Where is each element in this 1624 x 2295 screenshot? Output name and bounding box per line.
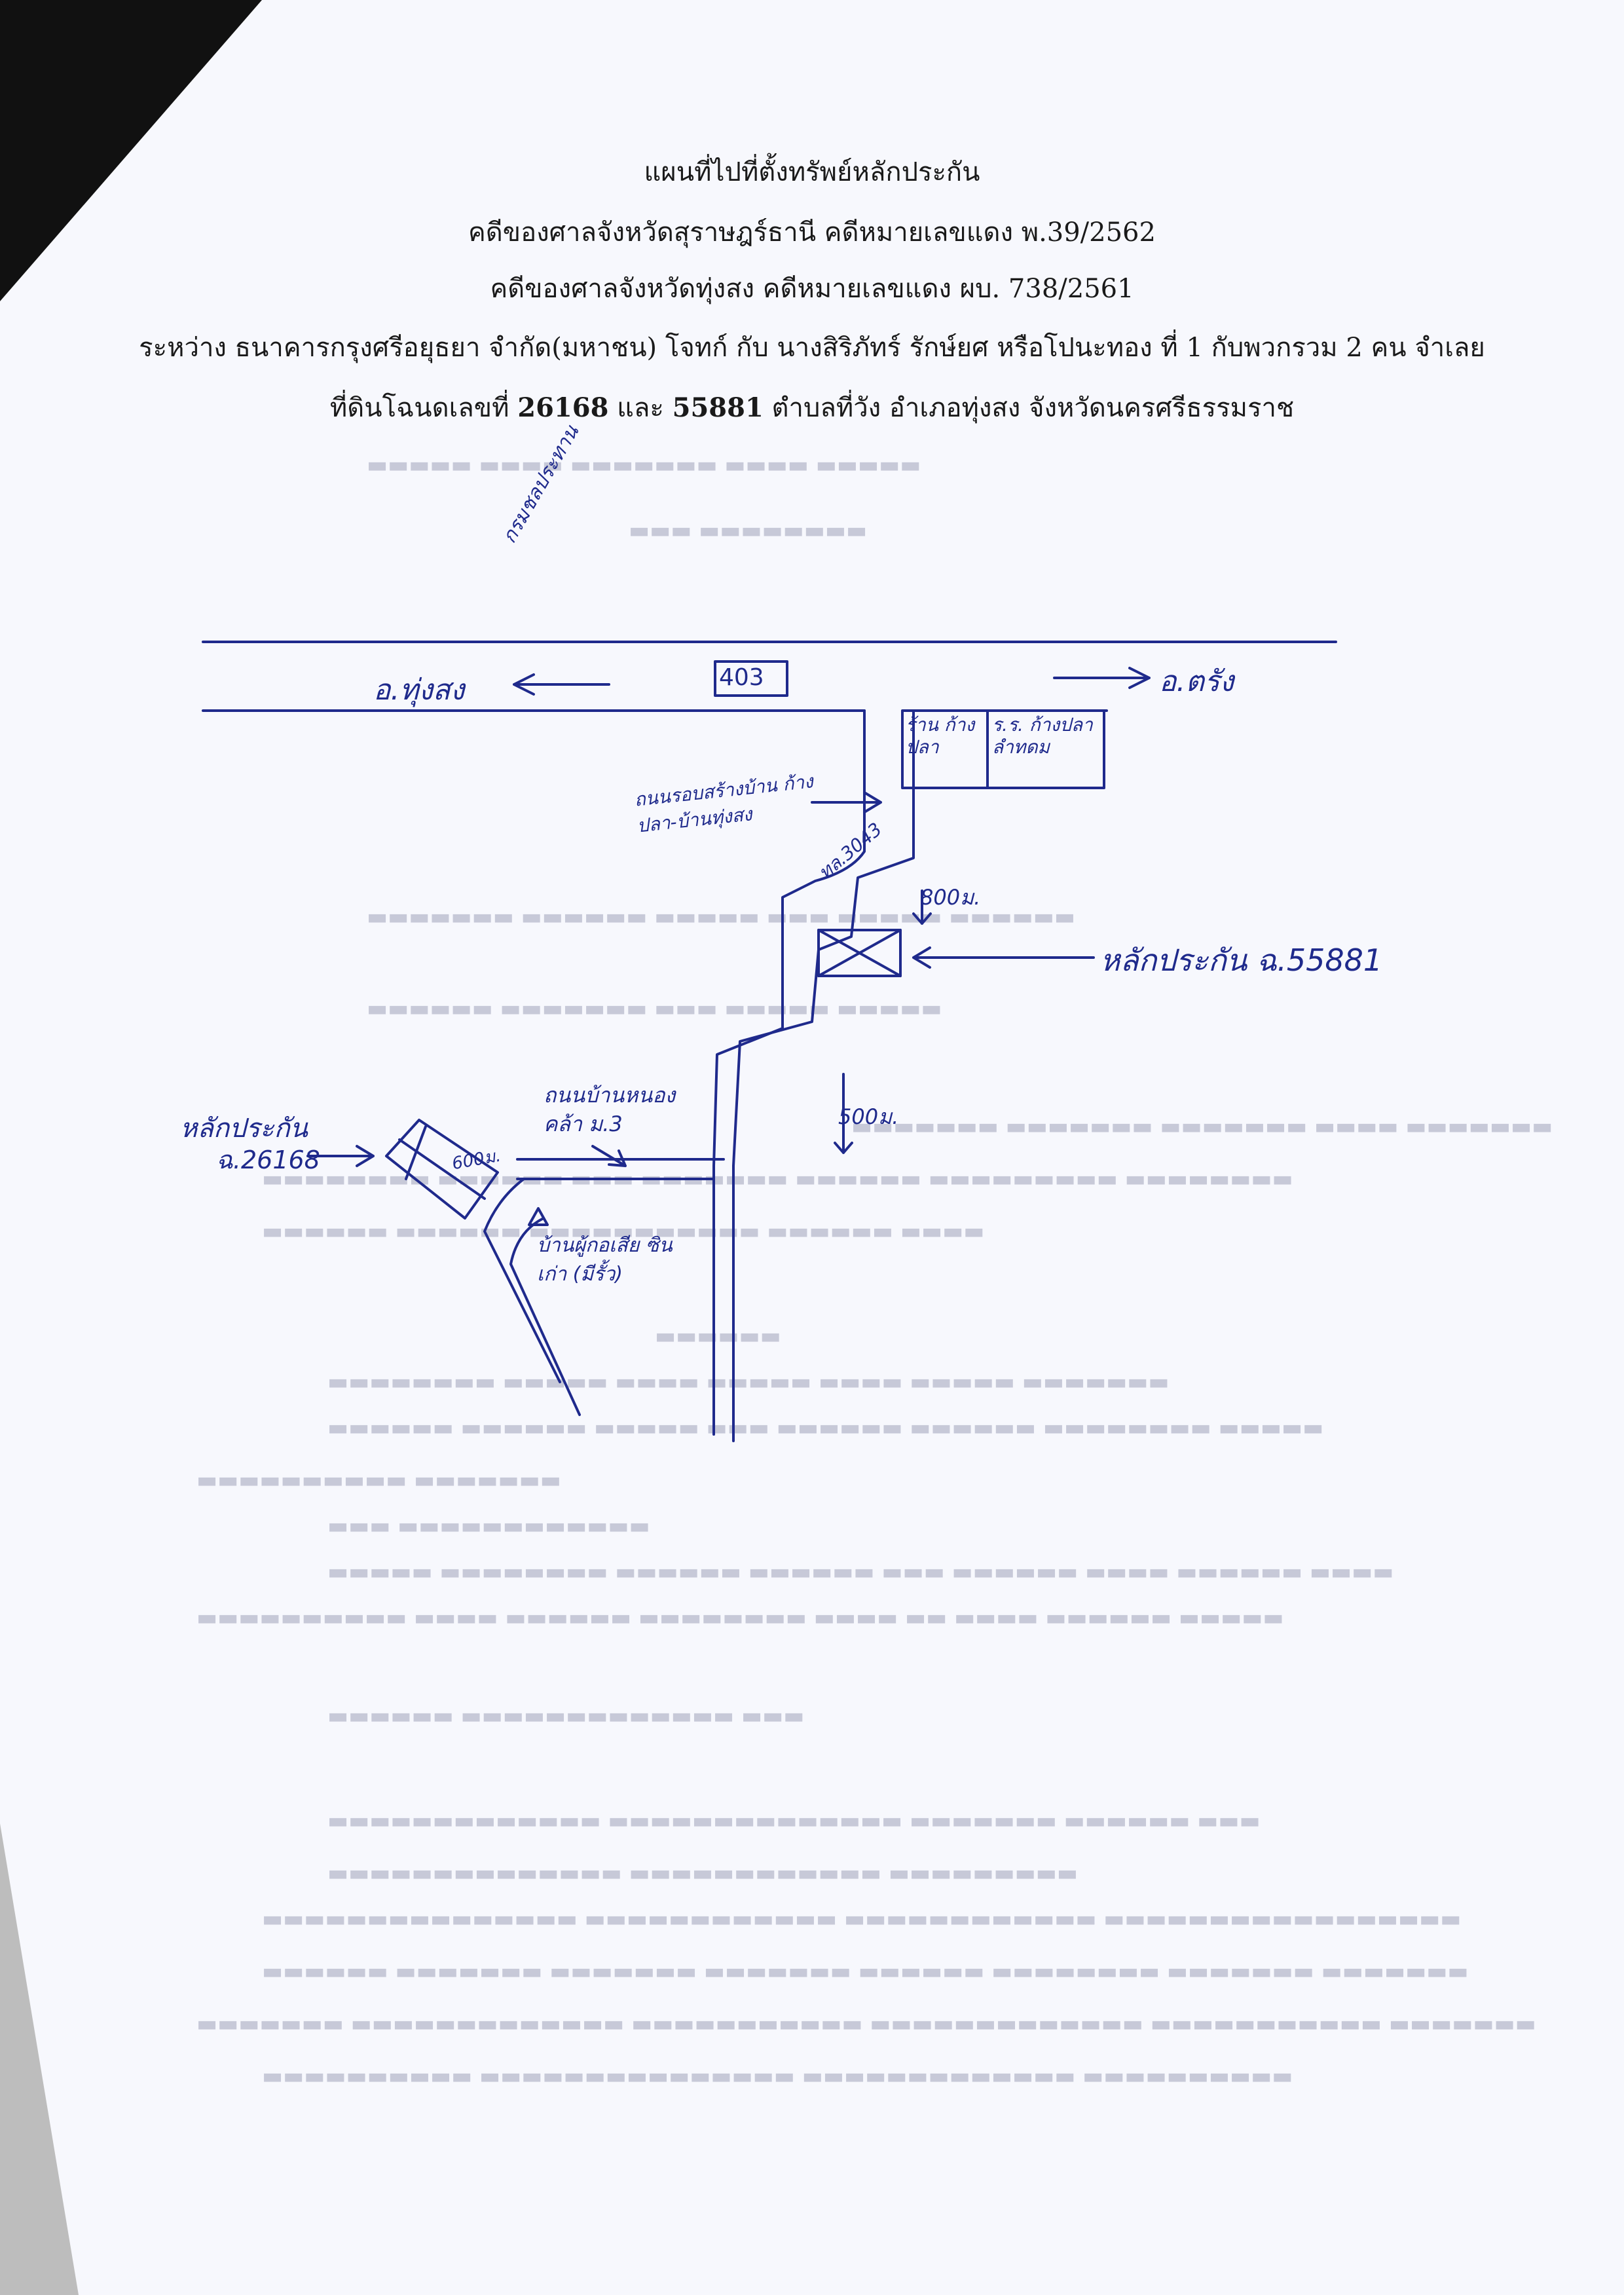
paper-fold-corner: [0, 1823, 79, 2295]
label-to-trang: อ.ตรัง: [1159, 665, 1234, 698]
collateral-26168-deed-label: ฉ.26168: [216, 1146, 320, 1174]
landmark-label: บ้านผู้กอเสีย ซินเก่า (มีรั้ว): [537, 1234, 673, 1286]
road-number-box: [714, 660, 788, 697]
shop-label-2: ร.ร. ก้างปลา ลำทดม: [992, 714, 1093, 758]
arrow-collateral-55881: [912, 946, 1095, 969]
landmark-triangle: [528, 1207, 549, 1226]
document-title: แผนที่ไปที่ตั้งทรัพย์หลักประกัน: [644, 157, 980, 187]
court-case-2: คดีของศาลจังหวัดทุ่งสง คดีหมายเลขแดง ผบ.…: [490, 274, 1134, 304]
arrow-village-road: [591, 1145, 627, 1167]
village-road-label: ถนนบ้านหนอง คล้า ม.3: [544, 1083, 676, 1136]
side-road-right-edge: [732, 709, 915, 1167]
deed-number-1: 26168: [517, 392, 609, 423]
court-case-1: คดีของศาลจังหวัดสุราษฎร์ธานี คดีหมายเลขแ…: [468, 217, 1156, 248]
arrow-side-road: [811, 791, 882, 813]
village-road-branch: [483, 1178, 581, 1416]
arrow-left-thungsong: [513, 673, 610, 696]
shop-label-1: ร้าน ก้างปลา: [906, 714, 975, 758]
side-road-left-edge: [712, 709, 866, 1167]
arrow-collateral-26168: [306, 1145, 375, 1167]
scan-shadow-corner: [0, 0, 262, 301]
land-deeds: ที่ดินโฉนดเลขที่ 26168 และ 55881 ตำบลที่…: [329, 392, 1295, 423]
collateral-55881-box: [817, 929, 902, 977]
arrow-right-trang: [1053, 667, 1151, 689]
arrow-distance-800: [912, 889, 932, 925]
collateral-26168-plot: [385, 1119, 499, 1220]
collateral-26168-label: หลักประกัน: [180, 1113, 308, 1144]
deed-number-2: 55881: [672, 392, 764, 423]
shop-box-2: [986, 709, 1105, 789]
road-number: 403: [719, 664, 764, 691]
label-to-thungsong: อ.ทุ่งสง: [373, 673, 465, 707]
arrow-distance-500: [834, 1073, 853, 1154]
distance-500-label: 500ม.: [838, 1104, 899, 1129]
case-parties: ระหว่าง ธนาคารกรุงศรีอยุธยา จำกัด(มหาชน)…: [139, 333, 1485, 363]
collateral-55881-label: หลักประกัน ฉ.55881: [1100, 942, 1383, 978]
distance-800-label: 800ม.: [920, 885, 981, 910]
